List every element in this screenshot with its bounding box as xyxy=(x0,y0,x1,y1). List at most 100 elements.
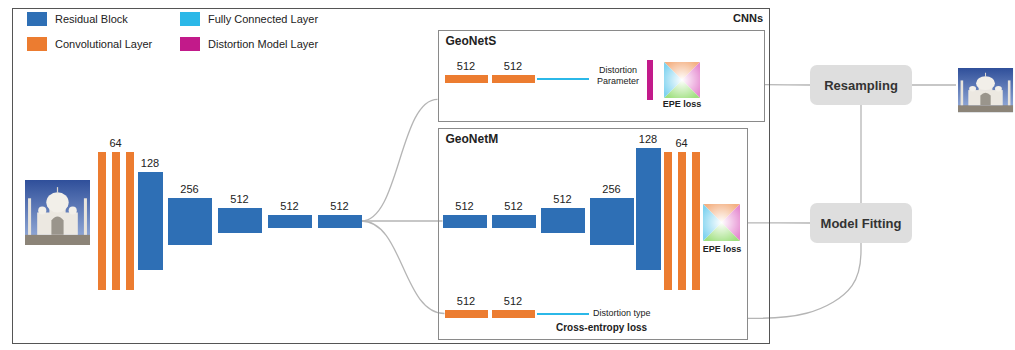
layer-size: 512 xyxy=(230,193,248,208)
fully-connected-layer xyxy=(537,78,589,80)
conv-layer xyxy=(664,152,672,290)
conv-layer xyxy=(492,75,535,83)
layer-size: 128 xyxy=(639,133,657,148)
subnetwork-box: GeoNetM 512 512 512 256 128 64 512 512 xyxy=(438,128,748,340)
flow-map xyxy=(703,204,740,241)
connector xyxy=(748,243,862,318)
layer-node: 128 xyxy=(138,157,163,270)
step-label: Resampling xyxy=(824,78,898,93)
layer-shape xyxy=(268,215,312,228)
residual-block xyxy=(218,208,262,233)
layer-node: 512 xyxy=(492,200,536,228)
layer-shape xyxy=(138,172,163,270)
layer-node: 512 xyxy=(268,200,312,228)
layer-node: 512 xyxy=(541,193,585,233)
conv-layer xyxy=(692,152,700,290)
residual-block xyxy=(168,198,212,245)
layer-shape xyxy=(445,75,488,83)
residual-block xyxy=(318,215,362,228)
annotation: EPE loss xyxy=(657,99,707,110)
legend-swatch xyxy=(180,12,200,26)
layer-size: 512 xyxy=(553,193,571,208)
layer-shape xyxy=(445,310,488,318)
residual-block xyxy=(636,148,661,270)
box-title: GeoNetM xyxy=(439,129,747,149)
annotation: EPE loss xyxy=(697,244,747,255)
connector xyxy=(748,222,811,223)
layer-size: 512 xyxy=(504,295,522,310)
residual-block xyxy=(268,215,312,228)
distortion-model-layer xyxy=(647,60,653,100)
layer-size: 512 xyxy=(330,200,348,215)
residual-block xyxy=(590,198,634,245)
layer-node: 512 xyxy=(492,295,535,318)
legend-item: Convolutional Layer xyxy=(27,37,152,51)
output-line xyxy=(912,84,956,85)
residual-block xyxy=(443,215,487,228)
legend-item: Fully Connected Layer xyxy=(180,12,318,26)
annotation: Distortion type xyxy=(593,308,651,319)
layer-size: 512 xyxy=(504,200,522,215)
layer-node: 512 xyxy=(445,60,488,83)
layer-shape xyxy=(168,198,212,245)
legend-swatch xyxy=(27,12,47,26)
conv-layer xyxy=(445,75,488,83)
layer-node: 512 xyxy=(492,60,535,83)
conv-layer xyxy=(98,152,106,290)
legend-label: Residual Block xyxy=(55,13,128,25)
output-photo xyxy=(958,68,1013,112)
layer-size: 128 xyxy=(141,157,159,172)
layer-node: 512 xyxy=(318,200,362,228)
layer-size: 256 xyxy=(602,183,620,198)
layer-shape xyxy=(664,152,700,290)
layer-size: 256 xyxy=(180,183,198,198)
layer-node: 512 xyxy=(218,193,262,233)
process-box: Resampling xyxy=(810,65,912,105)
legend-label: Convolutional Layer xyxy=(55,38,152,50)
box-title: GeoNetS xyxy=(439,31,764,51)
process-box: Model Fitting xyxy=(810,203,912,243)
residual-block xyxy=(492,215,536,228)
layer-size: 512 xyxy=(280,200,298,215)
connector xyxy=(362,99,438,221)
conv-layer xyxy=(126,152,134,290)
layer-shape xyxy=(492,215,536,228)
layer-shape xyxy=(443,215,487,228)
layer-node: 512 xyxy=(445,295,488,318)
layer-shape xyxy=(492,75,535,83)
layer-shape xyxy=(636,148,661,270)
conv-layer xyxy=(445,310,488,318)
input-photo xyxy=(25,180,90,245)
layer-shape xyxy=(218,208,262,233)
layer-node: 256 xyxy=(168,183,212,245)
connector xyxy=(362,220,443,221)
subnetwork-box: GeoNetS 512 512 xyxy=(438,30,765,122)
conv-layer xyxy=(112,152,120,290)
legend-label: Distortion Model Layer xyxy=(208,38,318,50)
conv-layer xyxy=(492,310,535,318)
layer-node: 256 xyxy=(590,183,634,245)
layer-shape xyxy=(590,198,634,245)
connector xyxy=(860,105,861,203)
layer-node: 128 xyxy=(636,133,661,270)
conv-layer xyxy=(678,152,686,290)
legend-item: Distortion Model Layer xyxy=(180,37,318,51)
layer-shape xyxy=(541,208,585,233)
layer-size: 512 xyxy=(457,60,475,75)
fully-connected-layer xyxy=(537,313,589,315)
network-frame: CNNs64128256512512512GeoNetS512512GeoNet… xyxy=(12,8,770,344)
layer-shape xyxy=(98,152,134,290)
residual-block xyxy=(138,172,163,270)
layer-shape xyxy=(318,215,362,228)
layer-node: 512 xyxy=(443,200,487,228)
layer-node: 64 xyxy=(664,137,700,290)
legend-swatch xyxy=(180,37,200,51)
step-label: Model Fitting xyxy=(821,216,902,231)
annotation: Cross-entropy loss xyxy=(556,322,647,334)
legend-item: Residual Block xyxy=(27,12,128,26)
connector xyxy=(765,84,811,86)
layer-size: 64 xyxy=(675,137,687,152)
connector xyxy=(362,221,445,314)
layer-size: 512 xyxy=(457,295,475,310)
